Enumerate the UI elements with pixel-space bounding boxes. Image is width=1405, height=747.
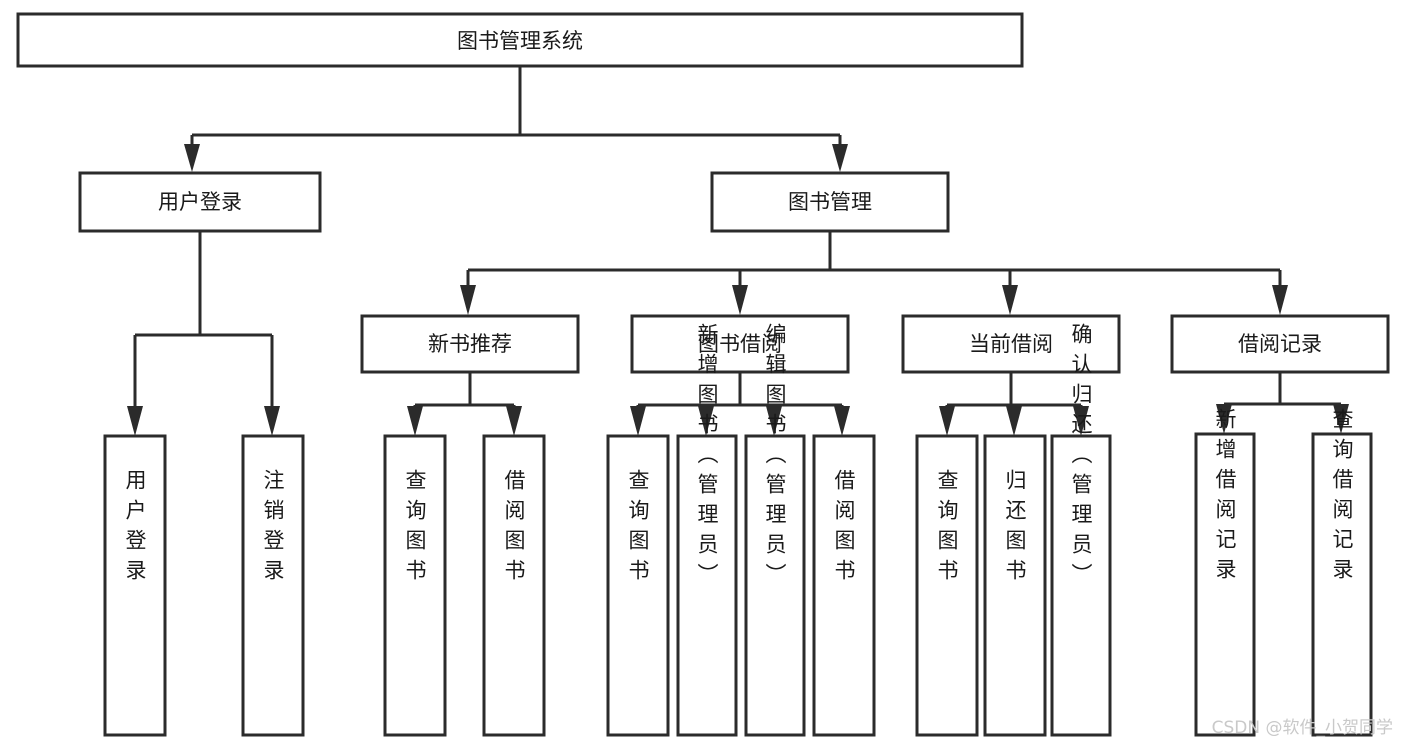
node-borrow-record[interactable]: 借阅记录: [1170, 314, 1390, 374]
leaf-current-confirm-return[interactable]: 确认归还（管理员）: [1050, 323, 1112, 737]
leaf-record-add-record[interactable]: 新增借阅记录: [1194, 408, 1256, 737]
leaf-current-return-book-label: 归还图书: [1003, 469, 1027, 589]
leaf-current-query-book-label: 查询图书: [935, 469, 959, 589]
leaf-record-query-record-box: [1311, 432, 1373, 737]
leaf-borrow-edit-book-label: 编辑图书（管理员）: [763, 323, 787, 593]
leaf-current-return-book-box: [983, 434, 1047, 737]
leaf-recommend-borrow-book-box: [482, 434, 546, 737]
leaf-user-login-logout-box: [241, 434, 305, 737]
arrow-head-icon: [630, 406, 646, 436]
leaf-user-login-login[interactable]: 用户登录: [103, 434, 167, 737]
leaf-borrow-add-book[interactable]: 新增图书（管理员）: [676, 323, 738, 737]
node-current-borrow-label: 当前借阅: [969, 332, 1053, 356]
arrow-head-icon: [1333, 404, 1349, 434]
leaf-current-query-book-box: [915, 434, 979, 737]
node-book-management[interactable]: 图书管理: [710, 171, 950, 233]
arrow-head-icon: [1002, 285, 1018, 315]
leaf-borrow-query-book-box: [606, 434, 670, 737]
leaf-user-login-login-box: [103, 434, 167, 737]
arrow-head-icon: [834, 406, 850, 436]
node-borrow-record-label: 借阅记录: [1238, 332, 1322, 356]
arrow-head-icon: [939, 406, 955, 436]
arrow-head-icon: [407, 406, 423, 436]
leaf-recommend-query-book-label: 查询图书: [403, 469, 427, 589]
node-book-borrow[interactable]: 图书借阅: [630, 314, 850, 374]
leaf-borrow-add-book-label: 新增图书（管理员）: [695, 323, 719, 593]
leaf-record-add-record-box: [1194, 432, 1256, 737]
csdn-watermark: CSDN @软件_小贺同学: [1212, 718, 1393, 738]
node-new-book-recommend-box: [360, 314, 580, 374]
leaf-current-confirm-return-label: 确认归还（管理员）: [1069, 323, 1093, 593]
arrow-head-icon: [506, 406, 522, 436]
arrow-head-icon: [766, 406, 782, 436]
leaf-recommend-borrow-book[interactable]: 借阅图书: [482, 434, 546, 737]
connector-root-to-level2: [184, 66, 848, 172]
node-new-book-recommend[interactable]: 新书推荐: [360, 314, 580, 374]
leaf-user-login-login-label: 用户登录: [123, 469, 147, 589]
leaf-borrow-borrow-book[interactable]: 借阅图书: [812, 434, 876, 737]
connector-book-management-to-level3: [460, 231, 1288, 315]
node-book-management-label: 图书管理: [788, 190, 872, 214]
leaf-record-query-record-label: 查询借阅记录: [1330, 408, 1354, 588]
node-new-book-recommend-label: 新书推荐: [428, 332, 512, 356]
leaf-user-login-logout[interactable]: 注销登录: [241, 434, 305, 737]
leaf-recommend-query-book-box: [383, 434, 447, 737]
leaf-current-confirm-return-box: [1050, 434, 1112, 737]
arrow-head-icon: [1073, 406, 1089, 436]
leaf-current-return-book[interactable]: 归还图书: [983, 434, 1047, 737]
arrow-head-icon: [832, 144, 848, 172]
node-book-borrow-label: 图书借阅: [698, 332, 782, 356]
leaf-record-add-record-label: 新增借阅记录: [1213, 408, 1237, 588]
connector-user-login-to-leaves: [127, 231, 280, 436]
node-root-system-box: [16, 12, 1024, 68]
leaf-borrow-query-book-label: 查询图书: [626, 469, 650, 589]
arrow-head-icon: [460, 285, 476, 315]
node-user-login-box: [78, 171, 322, 233]
node-root-system[interactable]: 图书管理系统: [16, 12, 1024, 68]
connector-borrow-record-to-leaves: [1216, 372, 1349, 434]
leaf-borrow-edit-book[interactable]: 编辑图书（管理员）: [744, 323, 806, 737]
connector-new-book-recommend-to-leaves: [407, 372, 522, 436]
arrow-head-icon: [184, 144, 200, 172]
node-root-system-label: 图书管理系统: [457, 29, 583, 53]
arrow-head-icon: [127, 406, 143, 436]
arrow-head-icon: [732, 285, 748, 315]
leaf-borrow-query-book[interactable]: 查询图书: [606, 434, 670, 737]
node-user-login[interactable]: 用户登录: [78, 171, 322, 233]
leaf-recommend-borrow-book-label: 借阅图书: [502, 469, 526, 589]
leaf-user-login-logout-label: 注销登录: [261, 469, 285, 589]
leaf-record-query-record[interactable]: 查询借阅记录: [1311, 408, 1373, 737]
arrow-head-icon: [1216, 404, 1232, 434]
arrow-head-icon: [1272, 285, 1288, 315]
arrow-head-icon: [1006, 406, 1022, 436]
leaf-current-query-book[interactable]: 查询图书: [915, 434, 979, 737]
connector-book-borrow-to-leaves: [630, 372, 850, 436]
connector-current-borrow-to-leaves: [939, 372, 1089, 436]
leaf-borrow-edit-book-box: [744, 434, 806, 737]
node-user-login-label: 用户登录: [158, 190, 242, 214]
leaf-borrow-add-book-box: [676, 434, 738, 737]
arrow-head-icon: [698, 406, 714, 436]
node-borrow-record-box: [1170, 314, 1390, 374]
leaf-borrow-borrow-book-box: [812, 434, 876, 737]
leaf-recommend-query-book[interactable]: 查询图书: [383, 434, 447, 737]
arrow-head-icon: [264, 406, 280, 436]
leaf-borrow-borrow-book-label: 借阅图书: [832, 469, 856, 589]
